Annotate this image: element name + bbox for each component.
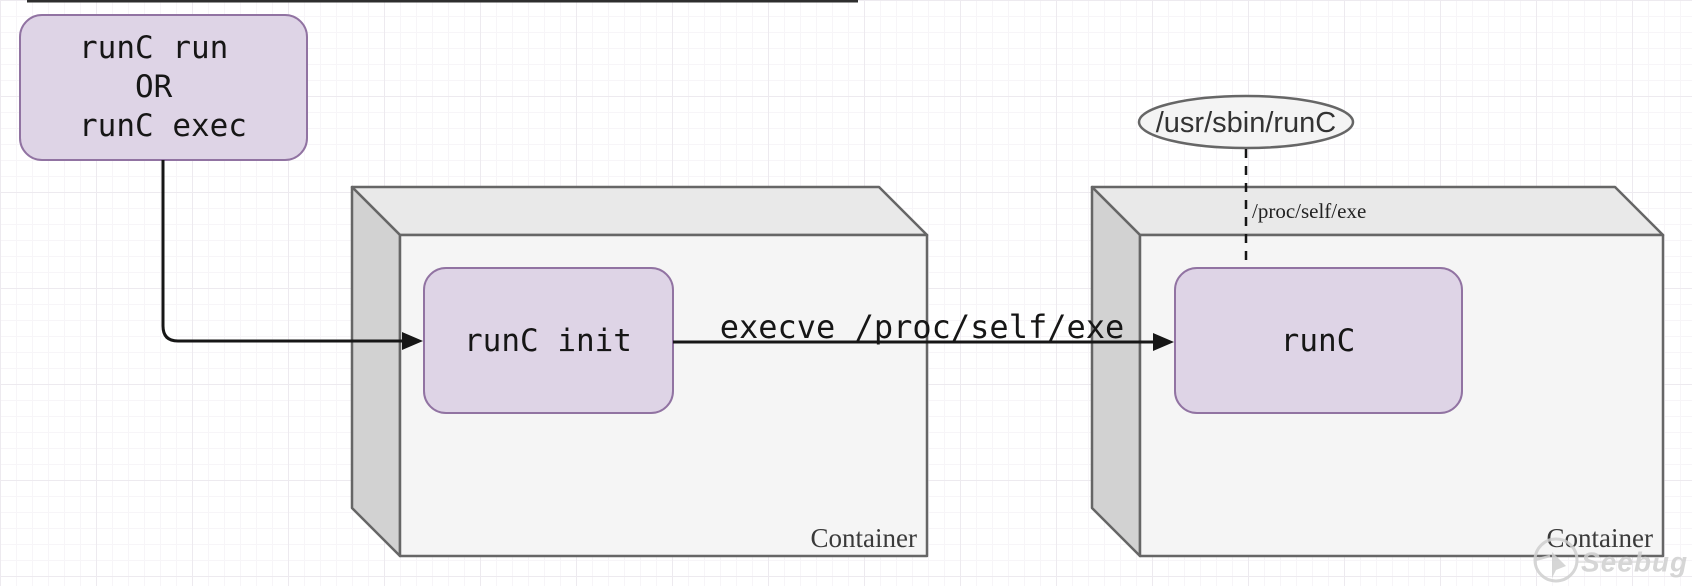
arrow-start-to-init — [161, 160, 423, 350]
container-1-side-face — [350, 185, 402, 558]
runc-label: runC — [1281, 323, 1356, 359]
runc-box — [1174, 267, 1463, 414]
host-binary-label: /usr/sbin/runC — [1156, 107, 1337, 139]
seebug-watermark: Seebug — [1533, 537, 1687, 583]
seebug-logo-icon — [1533, 537, 1579, 583]
container-2-side-face — [1090, 185, 1142, 558]
execve-arrow: execve /proc/self/exe — [673, 308, 1174, 351]
host-binary-ellipse — [1137, 94, 1355, 150]
host-binary-node: /usr/sbin/runC — [1137, 94, 1355, 150]
runc-node: runC — [1174, 267, 1463, 414]
execve-arrow-head-icon — [1153, 333, 1174, 351]
container-2-label: Container — [1547, 523, 1653, 553]
container-1-top-face — [350, 185, 929, 237]
start-node-label: runC run OR runC exec — [79, 30, 247, 144]
runc-init-node: runC init — [423, 267, 674, 414]
arrow-start-to-init-head-icon — [402, 332, 423, 350]
arrow-start-to-init-line — [161, 160, 404, 343]
container-2-top-face — [1090, 185, 1665, 237]
symlink-link: /proc/self/exe — [1244, 149, 1366, 266]
start-node: runC run OR runC exec — [19, 14, 308, 161]
symlink-label: /proc/self/exe — [1252, 199, 1366, 223]
execve-arrow-label: execve /proc/self/exe — [720, 308, 1125, 346]
cropped-top-edge-line — [27, 0, 858, 3]
container-1-label: Container — [811, 523, 917, 553]
runc-init-label: runC init — [464, 323, 632, 359]
